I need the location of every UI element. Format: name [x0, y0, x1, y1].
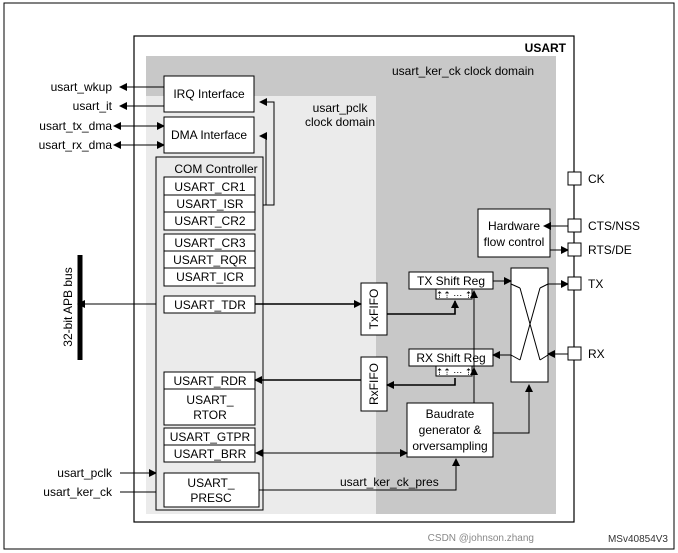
reg-usart-cr2: USART_CR2 — [174, 214, 245, 228]
watermark-id: MSv40854V3 — [608, 534, 668, 545]
reg-usart-presc-box — [163, 472, 260, 508]
reg-group-2 — [163, 233, 256, 287]
ker-ck-pres-label: usart_ker_ck_pres — [340, 475, 439, 489]
reg-usart-gtpr: USART_GTPR — [170, 430, 251, 444]
baudrate-generator-block — [406, 402, 494, 458]
pin-tx-square — [567, 276, 582, 291]
pin-rx-label: RX — [588, 347, 605, 361]
baudrate-label-3: orversampling — [412, 439, 487, 453]
irq-interface-block — [163, 75, 255, 113]
pin-rx-square — [567, 346, 582, 361]
pin-tx-label: TX — [588, 277, 603, 291]
tx-shift-bits-label: ⇡⇡ ⋯ ⇡ — [436, 290, 473, 300]
signal-usart-rx-dma: usart_rx_dma — [39, 138, 113, 152]
reg-usart-presc-2: PRESC — [190, 491, 232, 505]
reg-usart-icr: USART_ICR — [176, 270, 244, 284]
pin-lines — [543, 164, 575, 358]
usart-title: USART — [525, 41, 567, 55]
pin-ck-label: CK — [588, 172, 605, 186]
pclk-domain-label: usart_pclk — [313, 101, 369, 115]
reg-usart-rdr: USART_RDR — [173, 374, 246, 388]
reg-usart-isr: USART_ISR — [176, 197, 243, 211]
reg-usart-rtor-2: RTOR — [193, 408, 227, 422]
txfifo-label: TxFIFO — [367, 289, 381, 330]
pin-cts-square — [567, 218, 582, 233]
hw-flow-control-block — [477, 208, 551, 258]
baudrate-lines — [255, 290, 533, 491]
rxfifo-label: RxFIFO — [367, 363, 381, 405]
pin-cts-label: CTS/NSS — [588, 219, 640, 233]
rx-shift-reg-label: RX Shift Reg — [416, 351, 485, 365]
reg-usart-rqr: USART_RQR — [173, 253, 247, 267]
dma-interface-block — [163, 116, 255, 154]
reg-usart-rtor-1: USART_ — [186, 393, 233, 407]
signal-usart-tx-dma: usart_tx_dma — [39, 119, 112, 133]
reg-usart-cr1: USART_CR1 — [174, 180, 245, 194]
tx-shift-reg-label: TX Shift Reg — [417, 274, 485, 288]
signal-usart-wkup: usart_wkup — [51, 80, 113, 94]
csdn-watermark: CSDN @johnson.zhang — [428, 533, 534, 544]
rx-shift-bits-label: ⇡⇡ ⋯ ⇡ — [436, 367, 473, 377]
reg-group-rdr-rtor — [163, 371, 256, 426]
ker-ck-domain-label: usart_ker_ck clock domain — [392, 64, 534, 78]
reg-usart-brr: USART_BRR — [174, 447, 247, 461]
pin-ck-square — [567, 171, 582, 186]
dma-interface-label: DMA Interface — [171, 128, 247, 142]
pclk-domain-label-2: clock domain — [305, 115, 375, 129]
rxfifo-block — [360, 356, 388, 412]
reg-usart-presc-1: USART_ — [187, 476, 234, 490]
hw-flow-control-label-1: Hardware — [488, 219, 540, 233]
crossbar-lines — [510, 283, 549, 361]
apb-bus-label: 32-bit APB bus — [61, 267, 75, 346]
hw-flow-control-label-2: flow control — [484, 235, 545, 249]
pin-rts-square — [567, 242, 582, 257]
outer-frame — [3, 2, 675, 550]
baudrate-label-1: Baudrate — [426, 407, 475, 421]
signal-usart-ker-ck: usart_ker_ck — [43, 485, 113, 499]
irq-interface-label: IRQ Interface — [173, 87, 245, 101]
reg-group-1 — [163, 176, 256, 231]
baudrate-label-2: generator & — [419, 423, 482, 437]
com-controller-label: COM Controller — [174, 162, 257, 176]
com-to-interface-lines — [254, 98, 275, 206]
reg-usart-tdr: USART_TDR — [174, 298, 246, 312]
reg-usart-cr3: USART_CR3 — [174, 236, 245, 250]
pin-rts-label: RTS/DE — [588, 243, 632, 257]
fifo-shift-lines — [386, 300, 459, 389]
txfifo-block — [360, 282, 388, 336]
signal-usart-it: usart_it — [73, 99, 113, 113]
signal-usart-pclk: usart_pclk — [57, 466, 113, 480]
